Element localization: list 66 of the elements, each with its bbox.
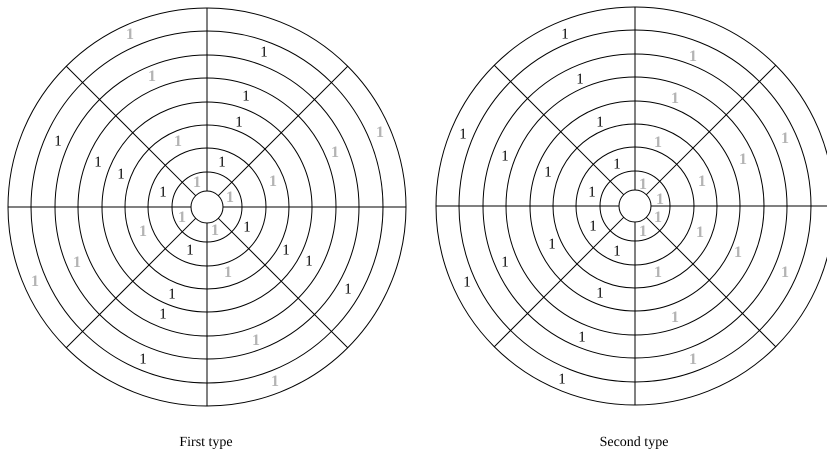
cell-value: 1: [168, 288, 176, 302]
cell-value: 1: [73, 255, 81, 271]
cell-value: 1: [689, 49, 697, 65]
cell-value: 1: [548, 238, 556, 252]
cell-value: 1: [31, 274, 39, 290]
cell-value: 1: [252, 333, 260, 349]
cell-value: 1: [117, 168, 125, 182]
cell-value: 1: [698, 174, 706, 190]
cell-value: 1: [639, 224, 647, 240]
cell-value: 1: [271, 374, 279, 390]
cell-value: 1: [344, 282, 352, 298]
cell-value: 1: [126, 27, 134, 43]
cell-value: 1: [671, 310, 679, 326]
cell-value: 1: [734, 245, 742, 261]
cell-value: 1: [459, 128, 467, 142]
cell-value: 1: [578, 330, 586, 346]
cell-value: 1: [243, 220, 251, 236]
cell-value: 1: [226, 190, 234, 206]
cell-value: 1: [178, 210, 186, 226]
cell-value: 1: [159, 308, 167, 322]
cell-value: 1: [463, 276, 471, 290]
cell-value: 1: [282, 244, 290, 258]
cell-value: 1: [159, 186, 167, 200]
cell-value: 1: [501, 150, 509, 164]
cell-value: 1: [588, 186, 596, 200]
cell-value: 1: [696, 225, 704, 241]
cell-value: 1: [558, 372, 566, 388]
cell-value: 1: [613, 244, 621, 260]
cell-value: 1: [235, 116, 243, 130]
cell-value: 1: [269, 174, 277, 190]
cell-value: 1: [656, 192, 664, 208]
cell-value: 1: [148, 69, 156, 85]
cell-value: 1: [305, 254, 313, 270]
cell-value: 1: [781, 131, 789, 147]
cell-value: 1: [94, 156, 102, 170]
cell-value: 1: [654, 135, 662, 151]
cell-value: 1: [654, 210, 662, 226]
cell-value: 1: [376, 125, 384, 141]
cell-value: 1: [211, 223, 219, 239]
cell-value: 1: [224, 265, 232, 281]
cell-value: 1: [174, 134, 182, 150]
cell-value: 1: [561, 28, 569, 42]
cell-value: 1: [54, 134, 62, 150]
cell-value: 1: [596, 286, 604, 302]
cell-value: 1: [139, 224, 147, 240]
cell-value: 1: [596, 116, 604, 130]
cell-value: 1: [613, 158, 621, 172]
cell-value: 1: [139, 352, 147, 368]
cell-value: 1: [671, 91, 679, 107]
cell-value: 1: [218, 156, 226, 170]
cell-value: 1: [639, 177, 647, 193]
cell-value: 1: [186, 244, 194, 258]
cell-value: 1: [260, 46, 268, 60]
caption: First type: [179, 436, 233, 450]
cell-value: 1: [589, 220, 597, 234]
cell-value: 1: [576, 72, 584, 88]
cell-value: 1: [501, 256, 509, 270]
cell-value: 1: [739, 152, 747, 168]
cell-value: 1: [242, 90, 250, 104]
cell-value: 1: [654, 265, 662, 281]
cell-value: 1: [544, 166, 552, 180]
caption: Second type: [600, 436, 668, 450]
cell-value: 1: [331, 145, 339, 161]
cell-value: 1: [781, 265, 789, 281]
cell-value: 1: [689, 352, 697, 368]
cell-value: 1: [193, 175, 201, 191]
